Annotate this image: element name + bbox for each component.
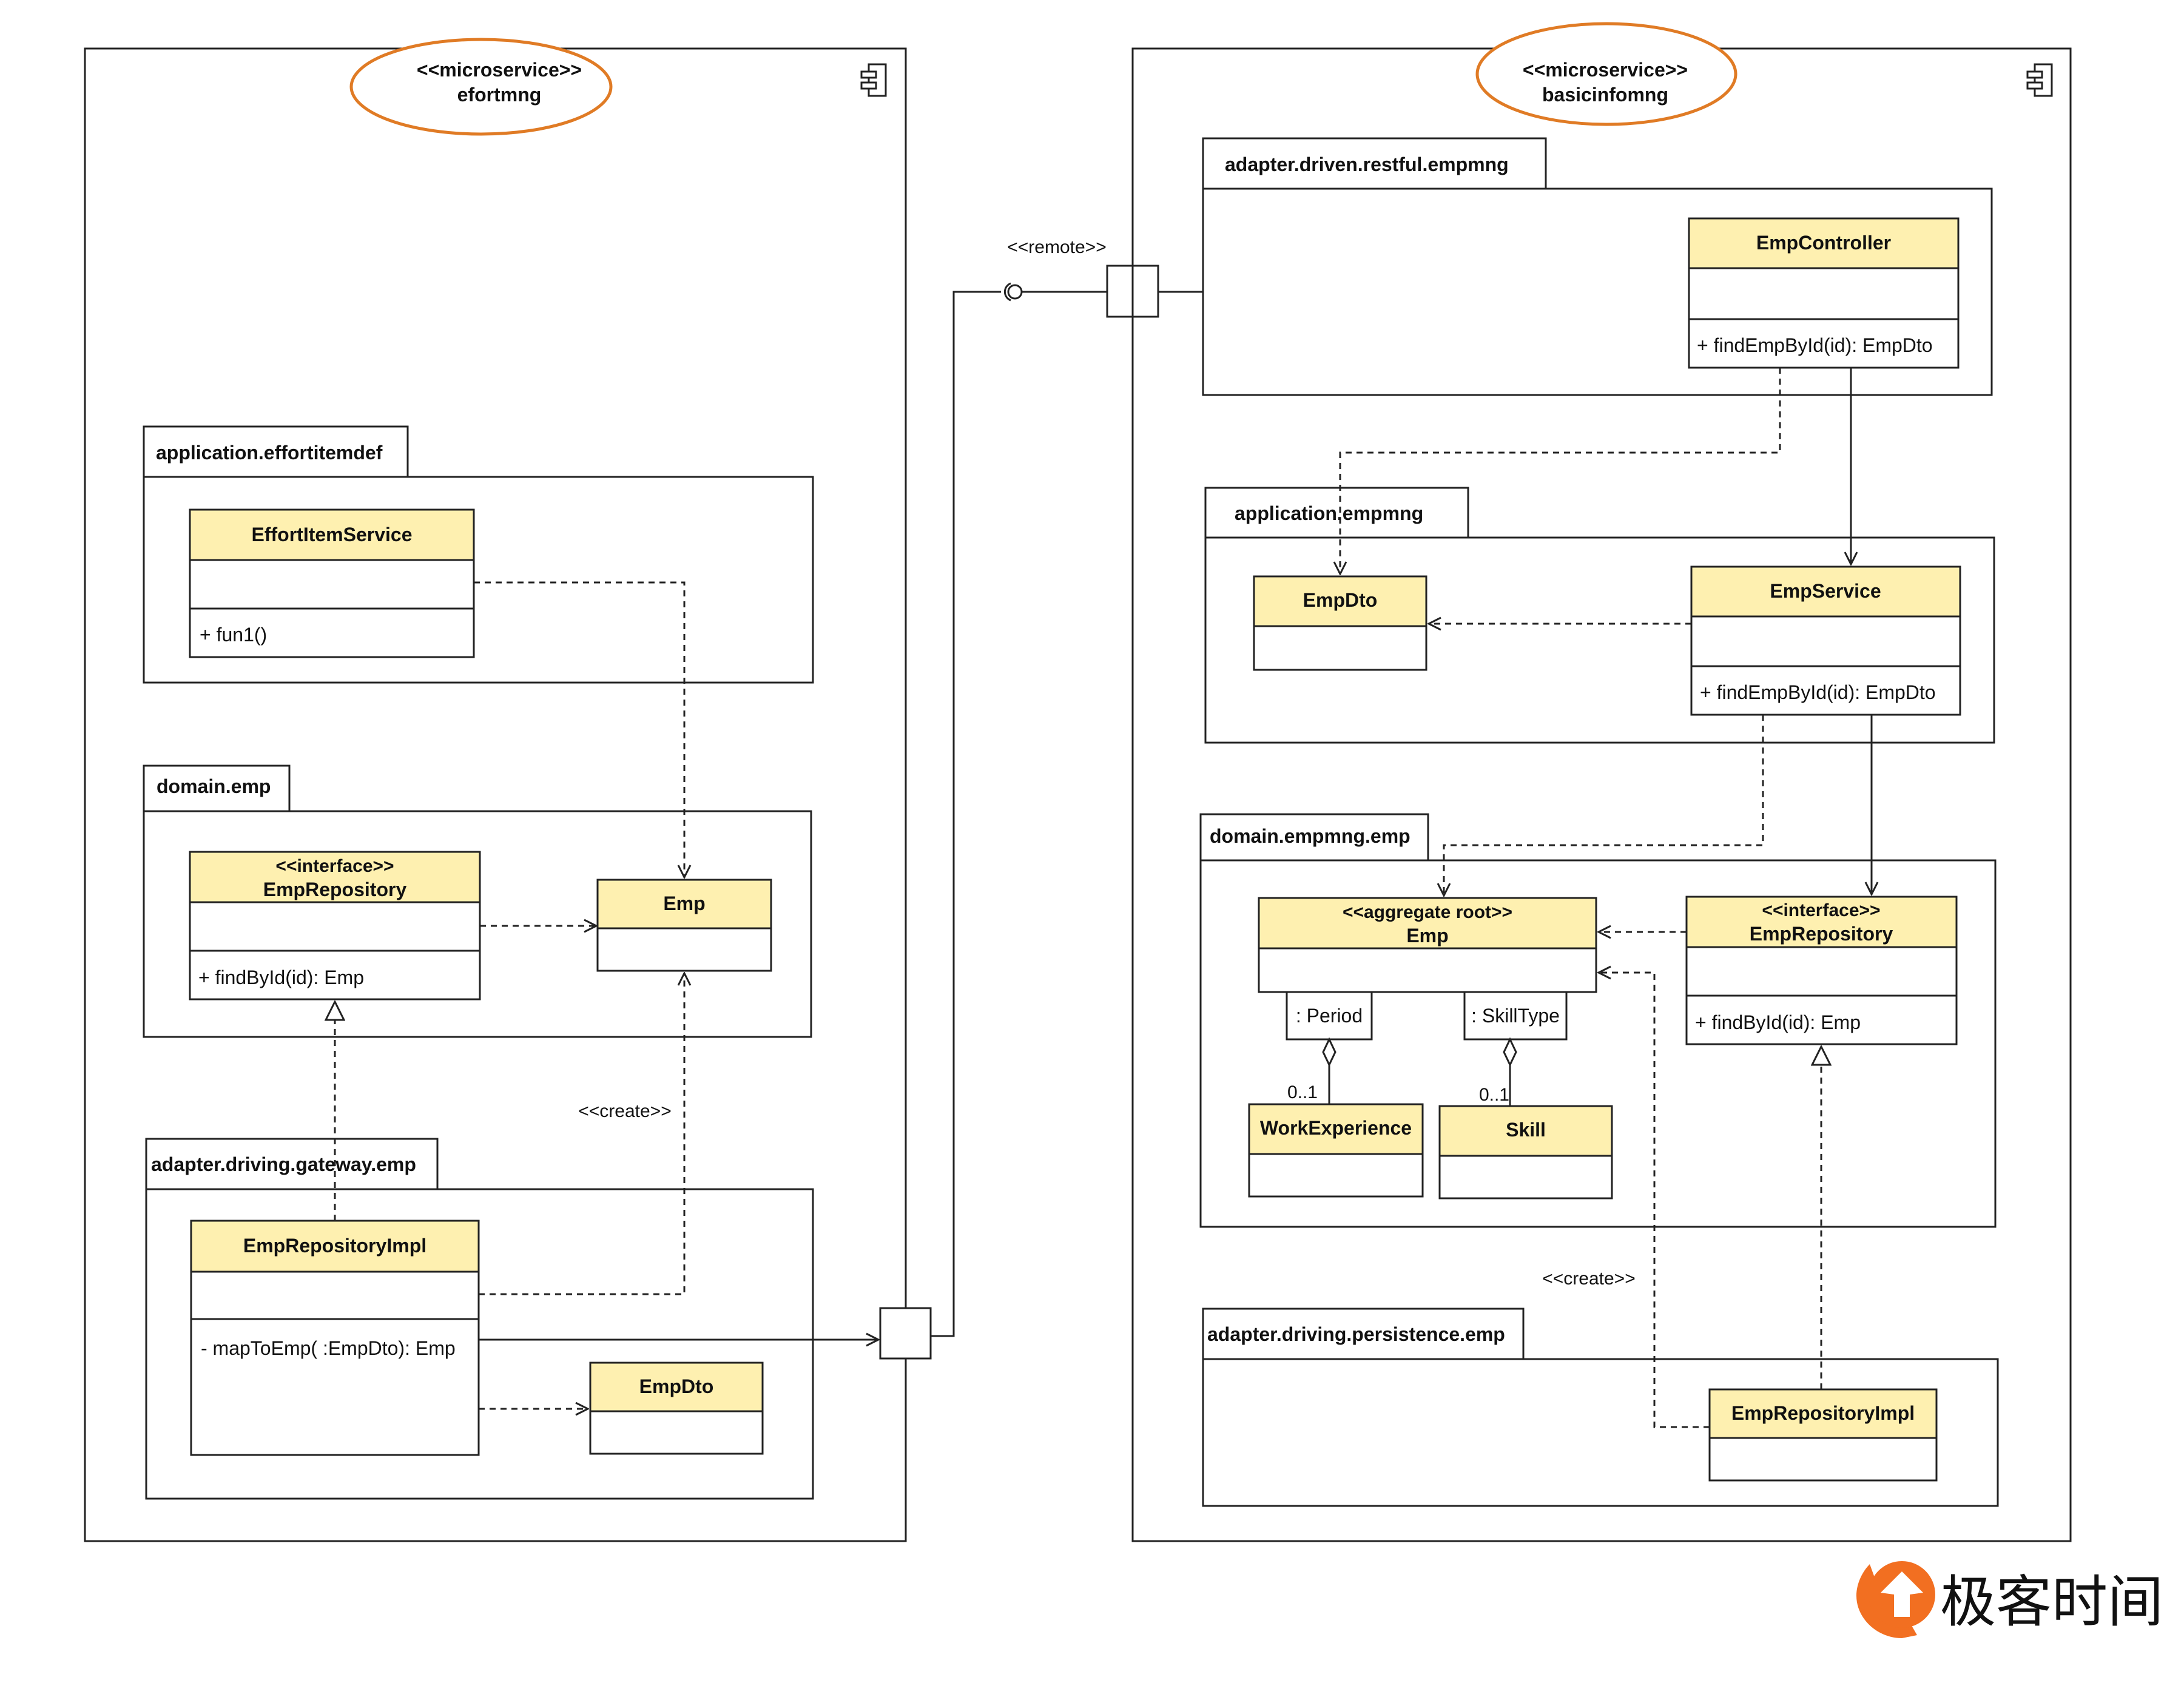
service-oval-right: [1475, 22, 1737, 126]
qualifier-label: : Period: [1296, 1005, 1363, 1027]
class-emprepository-right: <<interface>> EmpRepository + findById(i…: [1685, 896, 1958, 1045]
service-stereotype-right: <<microservice>>: [1523, 59, 1688, 81]
create-label-right: <<create>>: [1542, 1269, 1635, 1289]
dependency-empservice-emp: [1444, 715, 1764, 896]
class-name: EmpRepository: [263, 879, 407, 900]
create-label-left: <<create>>: [578, 1101, 671, 1121]
logo-mark-icon: [1856, 1561, 1935, 1638]
class-operation: + findEmpById(id): EmpDto: [1700, 681, 1936, 703]
logo-text: 极客时间: [1940, 1570, 2163, 1635]
class-name: Emp: [1406, 925, 1448, 947]
class-emprepository-left: <<interface>> EmpRepository + findById(i…: [189, 851, 481, 1001]
port-left: [879, 1307, 932, 1360]
package-label: domain.empmng.emp: [1210, 825, 1410, 847]
class-name: Skill: [1506, 1119, 1546, 1141]
class-emp-aggregate-root: <<aggregate root>> Emp: [1258, 897, 1597, 993]
class-operation: - mapToEmp( :EmpDto): Emp: [201, 1337, 456, 1359]
remote-label: <<remote>>: [1007, 237, 1106, 257]
class-operation: + findById(id): Emp: [1695, 1011, 1861, 1033]
package-label: application.empmng: [1235, 502, 1423, 524]
qualifier-skilltype: : SkillType: [1463, 991, 1568, 1041]
package-label: adapter.driving.gateway.emp: [151, 1153, 416, 1175]
multiplicity-workexperience: 0..1: [1287, 1082, 1318, 1102]
class-stereotype: <<interface>>: [275, 856, 394, 876]
class-stereotype: <<interface>>: [1762, 900, 1880, 920]
service-efortmng: <<microservice>> efortmng: [84, 38, 907, 1542]
class-operation: + fun1(): [200, 624, 267, 646]
class-name: Emp: [663, 893, 705, 914]
class-name: EmpRepositoryImpl: [1731, 1402, 1915, 1424]
class-name: EmpRepository: [1750, 923, 1893, 945]
package-label: adapter.driving.persistence.emp: [1207, 1323, 1505, 1345]
qualifier-label: : SkillType: [1471, 1005, 1560, 1027]
class-stereotype: <<aggregate root>>: [1343, 902, 1512, 922]
service-name-right: basicinfomng: [1542, 84, 1668, 106]
package-label: application.effortitemdef: [156, 442, 383, 464]
multiplicity-skill: 0..1: [1479, 1085, 1509, 1105]
component-icon: [860, 63, 887, 97]
component-icon: [2026, 63, 2053, 97]
class-operation: + findEmpById(id): EmpDto: [1697, 334, 1933, 356]
geekbang-logo: 极客时间: [1856, 1561, 2163, 1638]
class-name: EmpController: [1756, 232, 1891, 254]
class-emprepositoryimpl-right: EmpRepositoryImpl: [1708, 1388, 1938, 1482]
class-name: EmpService: [1770, 580, 1881, 602]
package-label: adapter.driven.restful.empmng: [1225, 154, 1509, 175]
class-empdto-left: EmpDto: [589, 1362, 764, 1455]
class-operation: + findById(id): Emp: [198, 967, 364, 988]
class-workexperience: WorkExperience: [1248, 1103, 1424, 1198]
class-name: EmpRepositoryImpl: [243, 1235, 426, 1257]
package-label: domain.emp: [157, 775, 271, 797]
create-dependency-left: [479, 973, 684, 1295]
provided-interface-ball: [1007, 284, 1023, 300]
aggregation-diamond-skilltype: [1503, 1037, 1517, 1067]
create-dependency-right: [1599, 973, 1710, 1428]
service-oval-left: [349, 38, 613, 136]
class-empdto-right: EmpDto: [1253, 575, 1427, 671]
service-name-left: efortmng: [457, 84, 542, 106]
service-basicinfomng: <<microservice>> basicinfomng: [1131, 22, 2072, 1542]
class-skill: Skill: [1438, 1105, 1613, 1200]
dependency-effortitemservice-emp: [474, 581, 684, 877]
class-name: WorkExperience: [1260, 1117, 1412, 1139]
class-effortitemservice: EffortItemService + fun1(): [189, 508, 475, 658]
class-emp-left: Emp: [596, 879, 772, 972]
qualifier-period: : Period: [1286, 991, 1373, 1041]
class-name: EmpDto: [1303, 589, 1378, 611]
class-emprepositoryimpl-left: EmpRepositoryImpl - mapToEmp( :EmpDto): …: [190, 1220, 480, 1456]
required-interface-socket: [1003, 282, 1011, 302]
aggregation-diamond-period: [1322, 1037, 1336, 1067]
remote-connector-line: [931, 291, 1001, 1337]
service-stereotype-left: <<microservice>>: [417, 59, 582, 81]
class-empcontroller: EmpController + findEmpById(id): EmpDto: [1688, 217, 1960, 369]
class-name: EmpDto: [639, 1375, 714, 1397]
class-empservice: EmpService + findEmpById(id): EmpDto: [1690, 565, 1961, 716]
class-name: EffortItemService: [252, 524, 413, 545]
